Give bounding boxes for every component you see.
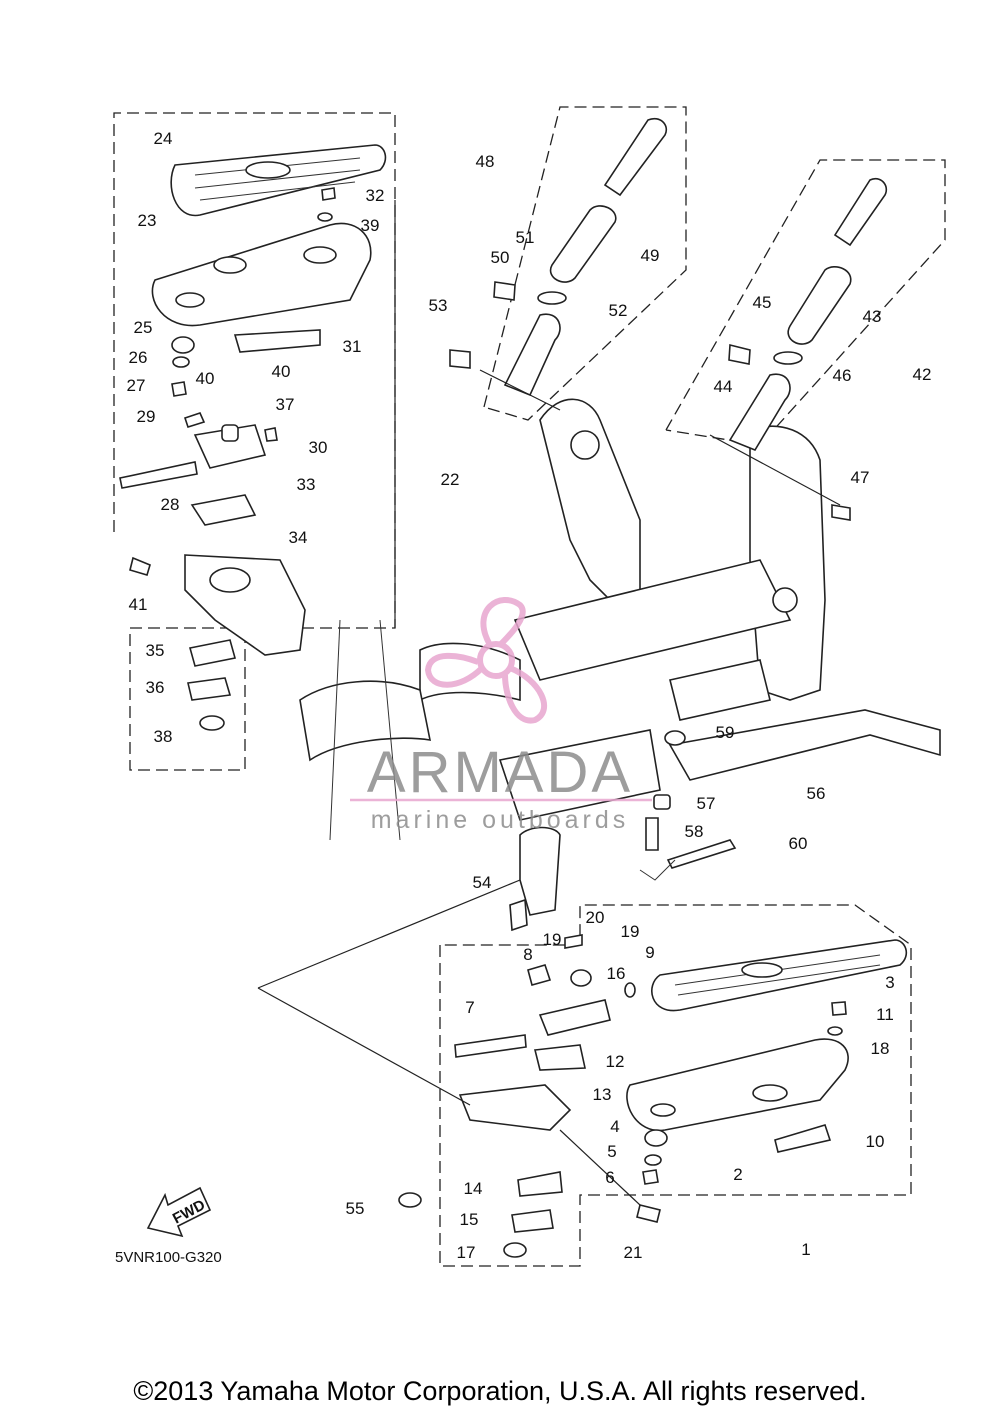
callout-24: 24 (154, 129, 173, 148)
callout-12: 12 (606, 1052, 625, 1071)
callout-52: 52 (609, 301, 628, 320)
watermark-title: ARMADA (367, 740, 633, 805)
callout-17: 17 (457, 1243, 476, 1262)
callout-56: 56 (807, 784, 826, 803)
callout-46: 46 (833, 366, 852, 385)
propeller-hub (477, 641, 515, 679)
callout-29: 29 (137, 407, 156, 426)
callout-7: 7 (465, 998, 474, 1017)
callout-27: 27 (127, 376, 146, 395)
upper-handle-assemblies (449, 117, 888, 521)
watermark-subtitle: marine outboards (371, 806, 630, 834)
callout-57: 57 (697, 794, 716, 813)
callout-19a: 19 (543, 930, 562, 949)
armada-watermark: ARMADA marine outboards (350, 597, 652, 834)
callout-54: 54 (473, 873, 492, 892)
callout-40b: 40 (272, 362, 291, 381)
callout-43: 43 (863, 307, 882, 326)
callout-49: 49 (641, 246, 660, 265)
callout-60: 60 (789, 834, 808, 853)
callout-25: 25 (134, 318, 153, 337)
leader-lines (257, 200, 841, 1206)
callout-9: 9 (645, 943, 654, 962)
callout-59: 59 (716, 723, 735, 742)
callout-5: 5 (607, 1142, 616, 1161)
brake-pedal-assembly (639, 709, 941, 881)
callout-10: 10 (866, 1132, 885, 1151)
callout-4: 4 (610, 1117, 619, 1136)
callout-50: 50 (491, 248, 510, 267)
callout-44: 44 (714, 377, 733, 396)
callout-23: 23 (138, 211, 157, 230)
copyright-notice: ©2013 Yamaha Motor Corporation, U.S.A. A… (133, 1376, 867, 1406)
callout-16: 16 (607, 964, 626, 983)
callout-18: 18 (871, 1039, 890, 1058)
callout-36: 36 (146, 678, 165, 697)
callout-33: 33 (297, 475, 316, 494)
callout-39: 39 (361, 216, 380, 235)
callout-8: 8 (523, 945, 532, 964)
callout-48: 48 (476, 152, 495, 171)
callout-35: 35 (146, 641, 165, 660)
callout-42: 42 (913, 365, 932, 384)
callout-41: 41 (129, 595, 148, 614)
bracket-54 (509, 826, 561, 932)
callout-37: 37 (276, 395, 295, 414)
callout-45: 45 (753, 293, 772, 312)
callout-15: 15 (460, 1210, 479, 1229)
callout-19b: 19 (621, 922, 640, 941)
propeller-logo (424, 597, 548, 724)
callout-38: 38 (154, 727, 173, 746)
callout-20: 20 (586, 908, 605, 927)
callout-11: 11 (876, 1005, 894, 1024)
left-footboard-assembly (119, 144, 387, 731)
callout-34: 34 (289, 528, 308, 547)
callout-55: 55 (346, 1199, 365, 1218)
callout-58: 58 (685, 822, 704, 841)
fwd-arrow: FWD (146, 1186, 212, 1238)
callout-53: 53 (429, 296, 448, 315)
callout-32: 32 (366, 186, 385, 205)
callout-26: 26 (129, 348, 148, 367)
callout-22: 22 (441, 470, 460, 489)
callout-47: 47 (851, 468, 870, 487)
callout-13: 13 (593, 1085, 612, 1104)
callout-6: 6 (605, 1168, 614, 1187)
right-footboard-assembly (398, 934, 908, 1258)
callout-21: 21 (624, 1243, 643, 1262)
diagram-code: 5VNR100-G320 (115, 1249, 222, 1266)
callout-51: 51 (516, 228, 535, 247)
callout-2: 2 (733, 1165, 742, 1184)
callout-30: 30 (309, 438, 328, 457)
callout-3: 3 (885, 973, 894, 992)
callout-40a: 40 (196, 369, 215, 388)
callout-1: 1 (801, 1240, 810, 1259)
callout-28: 28 (161, 495, 180, 514)
callout-14: 14 (464, 1179, 483, 1198)
callout-31: 31 (343, 337, 362, 356)
